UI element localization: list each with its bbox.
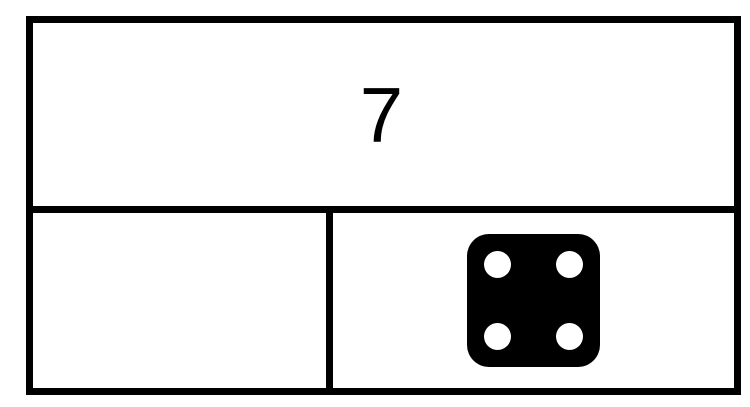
whole-value: 7 [359, 71, 404, 159]
die-pip-top-left [484, 251, 511, 278]
die-pip-bottom-left [484, 323, 511, 350]
outer-bottom-border [26, 388, 741, 395]
outer-top-border [26, 16, 741, 23]
die-pip-bottom-right [556, 323, 583, 350]
left-part-cell [33, 213, 326, 388]
parts-divider [326, 206, 333, 395]
outer-right-border [734, 16, 741, 395]
outer-left-border [26, 16, 33, 395]
middle-divider [26, 206, 741, 213]
right-part-cell [333, 213, 734, 388]
die-pip-top-right [556, 251, 583, 278]
die-four-icon [467, 234, 600, 367]
